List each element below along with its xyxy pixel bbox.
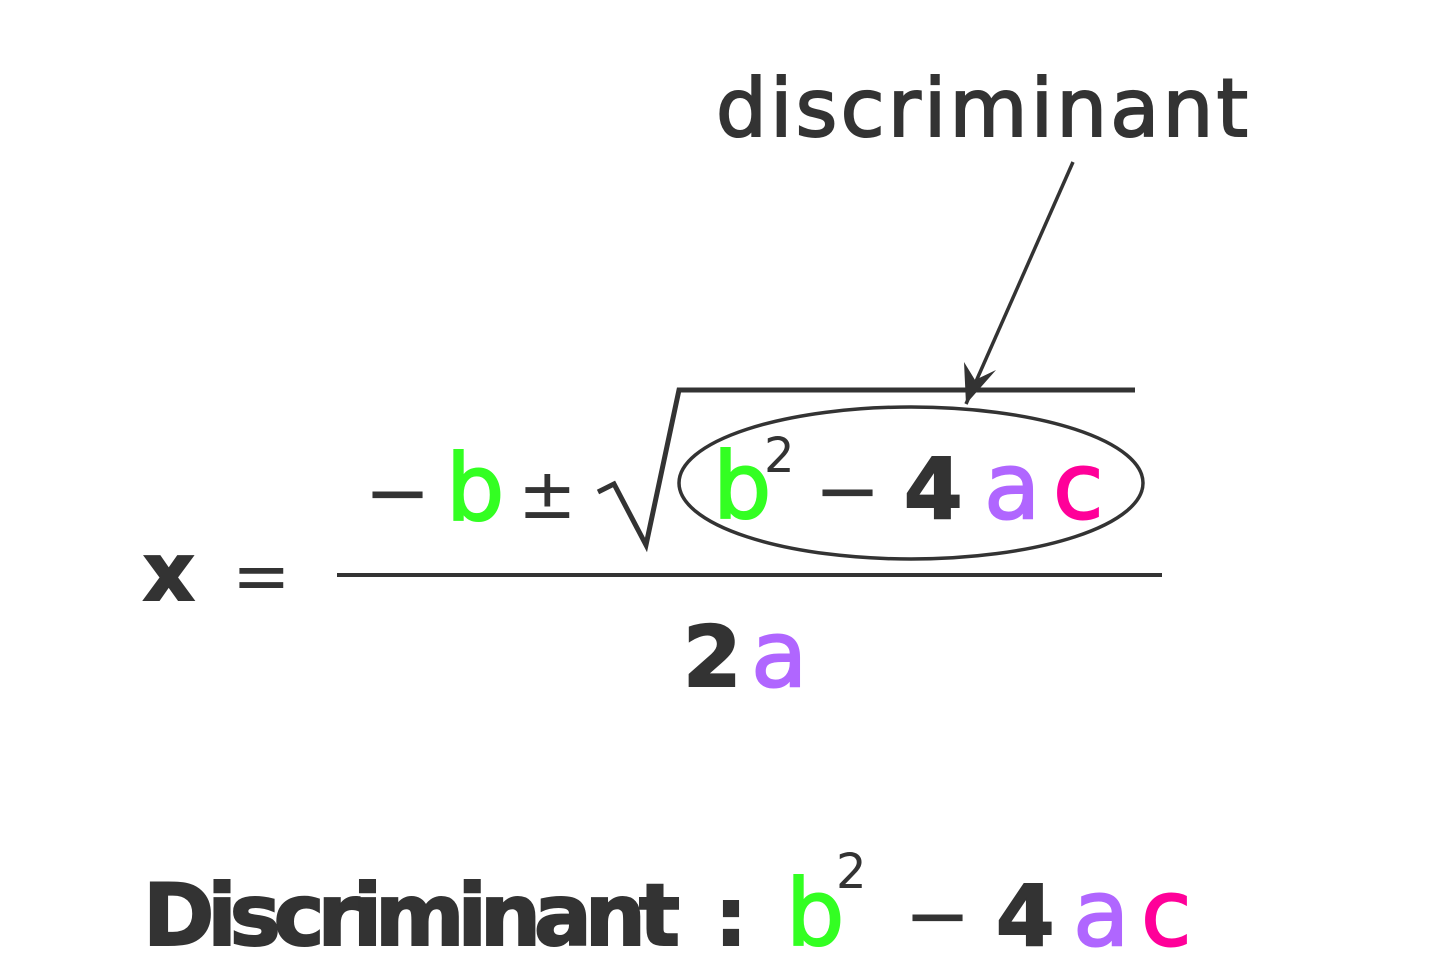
numerator-minus: −	[364, 446, 431, 539]
radicand-c: c	[1053, 433, 1104, 540]
radicand-b: b	[713, 433, 771, 540]
denominator-a: a	[751, 601, 807, 708]
definition-c: c	[1141, 860, 1192, 967]
discriminant-highlight-ellipse	[677, 405, 1145, 561]
definition-b: b	[786, 860, 844, 967]
radicand-a: a	[984, 433, 1040, 540]
formula-x: x	[143, 526, 195, 619]
definition-colon: :	[715, 871, 747, 964]
discriminant-annotation-label: discriminant	[716, 62, 1248, 155]
annotation-arrowhead	[964, 362, 996, 404]
square-root-radical	[596, 387, 1135, 553]
numerator-b: b	[446, 435, 504, 542]
definition-a: a	[1073, 860, 1129, 967]
denominator-two: 2	[683, 608, 741, 706]
definition-minus: −	[904, 869, 971, 962]
annotation-arrow-line	[964, 161, 1075, 405]
definition-four: 4	[996, 867, 1054, 965]
radicand-four: 4	[904, 440, 962, 538]
numerator-plus-minus: ±	[518, 453, 577, 535]
definition-exponent: 2	[836, 844, 867, 900]
radicand-exponent: 2	[764, 428, 795, 484]
formula-equals: =	[232, 535, 291, 617]
definition-label: Discriminant	[143, 866, 680, 966]
radicand-minus: −	[814, 444, 881, 537]
